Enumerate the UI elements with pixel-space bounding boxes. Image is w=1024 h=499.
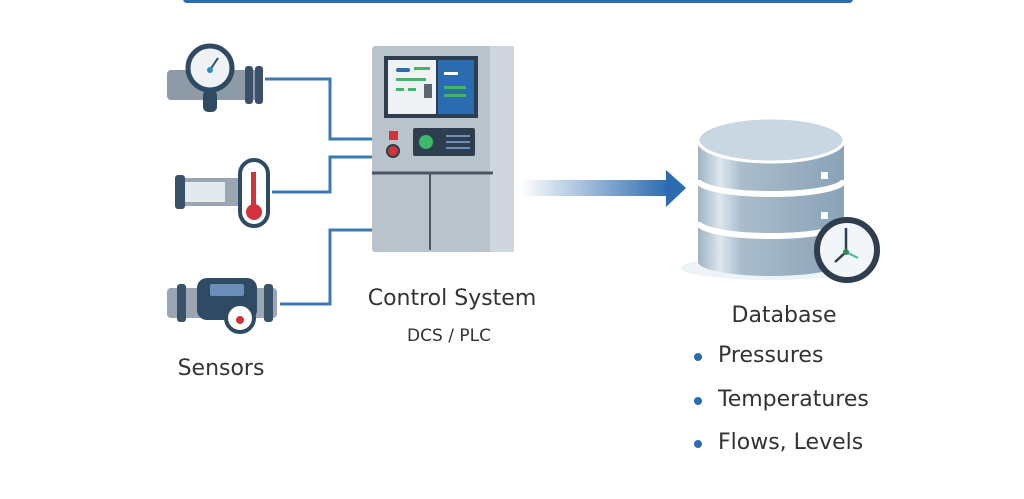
clock-icon [814, 217, 880, 283]
pressure-gauge-icon [167, 43, 263, 112]
sensors-label: Sensors [177, 356, 265, 381]
item-label: Pressures [718, 343, 824, 368]
control-cabinet-icon [372, 46, 514, 252]
list-item: Pressures [690, 343, 869, 387]
bullet-icon [694, 440, 702, 448]
bullet-icon [694, 396, 702, 405]
list-item: Temperatures [690, 387, 869, 431]
item-label: Temperatures [718, 386, 869, 412]
flow-meter-icon [167, 278, 277, 334]
data-flow-arrow-icon [520, 170, 686, 207]
header-bar [183, 0, 853, 3]
thermometer-icon [175, 158, 270, 228]
list-item: Flows, Levels [690, 430, 869, 474]
database-title: Database [731, 303, 837, 328]
item-label: Flows, Levels [718, 430, 864, 455]
database-items: Pressures Temperatures Flows, Levels [690, 343, 869, 474]
database-icon [681, 116, 861, 280]
wires [265, 77, 372, 306]
control-system-title: Control System [367, 286, 537, 311]
bullet-icon [694, 353, 702, 361]
control-system-subtitle: DCS / PLC [407, 326, 491, 346]
